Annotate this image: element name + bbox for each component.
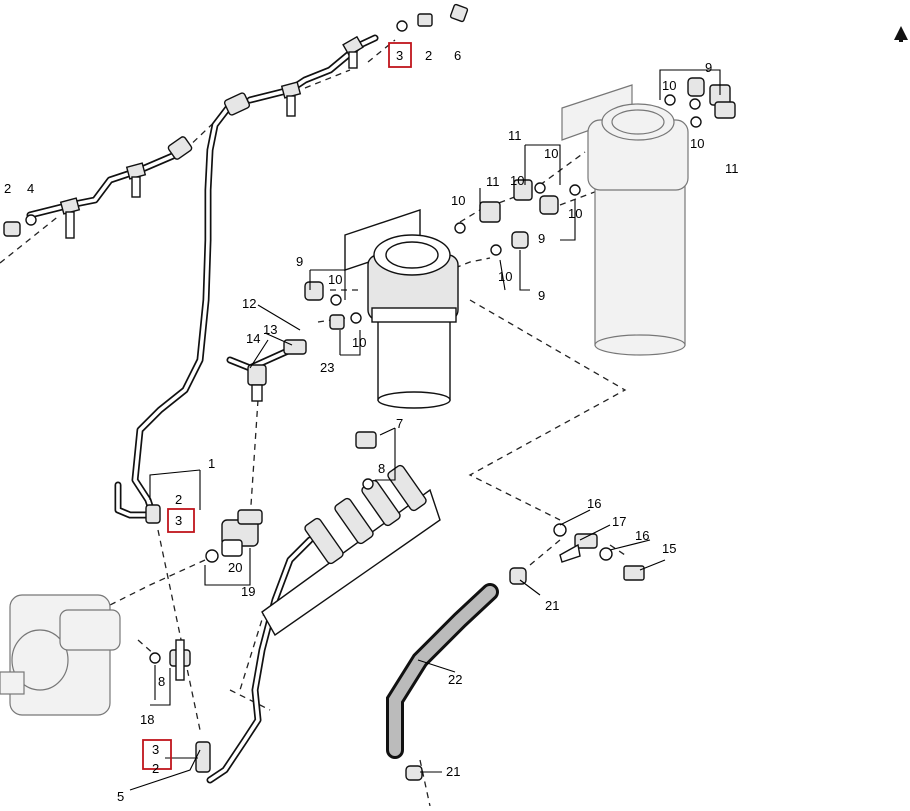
callout-15: 15 [662, 541, 676, 556]
callout-17: 17 [612, 514, 626, 529]
callout-3: 3 [175, 513, 182, 528]
callout-18: 18 [140, 712, 154, 727]
callout-11: 11 [486, 174, 500, 189]
callout-3: 3 [152, 742, 159, 757]
callout-11: 11 [725, 161, 739, 176]
fuel-filter-left [344, 209, 459, 409]
callout-3: 3 [396, 48, 403, 63]
callout-5: 5 [117, 789, 124, 804]
callout-2: 2 [425, 48, 432, 63]
dashed-connectors [0, 39, 627, 807]
callout-7: 7 [396, 416, 403, 431]
callout-21: 21 [545, 598, 559, 613]
callout-labels: 2 3 6 2 4 9 10 10 11 11 10 10 11 10 9 10… [4, 48, 739, 804]
callout-1: 1 [208, 456, 215, 471]
injector-return-line [26, 34, 379, 239]
callout-9: 9 [538, 231, 545, 246]
callout-9: 9 [705, 60, 712, 75]
callout-9: 9 [296, 254, 303, 269]
callout-2: 2 [175, 492, 182, 507]
fuel-filter-right [561, 84, 689, 356]
highlight-boxes [142, 42, 412, 770]
callout-20: 20 [228, 560, 242, 575]
t-fitting-assembly [226, 339, 307, 402]
callout-10: 10 [568, 206, 582, 221]
callout-8: 8 [378, 461, 385, 476]
callout-12: 12 [242, 296, 256, 311]
highlight-box-low [142, 739, 172, 770]
callout-9: 9 [538, 288, 545, 303]
callout-2: 2 [152, 761, 159, 776]
callout-10: 10 [352, 335, 366, 350]
callout-19: 19 [241, 584, 255, 599]
elbow-fitting [205, 509, 263, 563]
callout-10: 10 [328, 272, 342, 287]
fuel-pipe-lower [206, 536, 314, 784]
highlight-box-top [388, 42, 412, 68]
callout-22: 22 [448, 672, 462, 687]
callout-21: 21 [446, 764, 460, 779]
callout-10: 10 [544, 146, 558, 161]
callout-8: 8 [158, 674, 165, 689]
callout-4: 4 [27, 181, 34, 196]
callout-16: 16 [635, 528, 649, 543]
callout-10: 10 [662, 78, 676, 93]
callout-6: 6 [454, 48, 461, 63]
callout-10: 10 [690, 136, 704, 151]
callout-11: 11 [508, 128, 522, 143]
callout-16: 16 [587, 496, 601, 511]
callout-10: 10 [510, 173, 524, 188]
highlight-box-mid [167, 508, 195, 533]
callout-10: 10 [498, 269, 512, 284]
fuel-hose [386, 567, 527, 781]
banjo-fittings [553, 523, 645, 581]
fuel-pipe-main [114, 104, 232, 519]
pump-fittings [145, 504, 211, 773]
callout-23: 23 [320, 360, 334, 375]
injection-pump [0, 594, 121, 716]
leader-lines [129, 69, 721, 791]
callout-13: 13 [263, 322, 277, 337]
callout-2: 2 [4, 181, 11, 196]
common-rail [261, 431, 441, 637]
orientation-arrow-icon [894, 26, 908, 42]
top-fittings [3, 3, 469, 237]
callout-14: 14 [246, 331, 260, 346]
callout-10: 10 [451, 193, 465, 208]
